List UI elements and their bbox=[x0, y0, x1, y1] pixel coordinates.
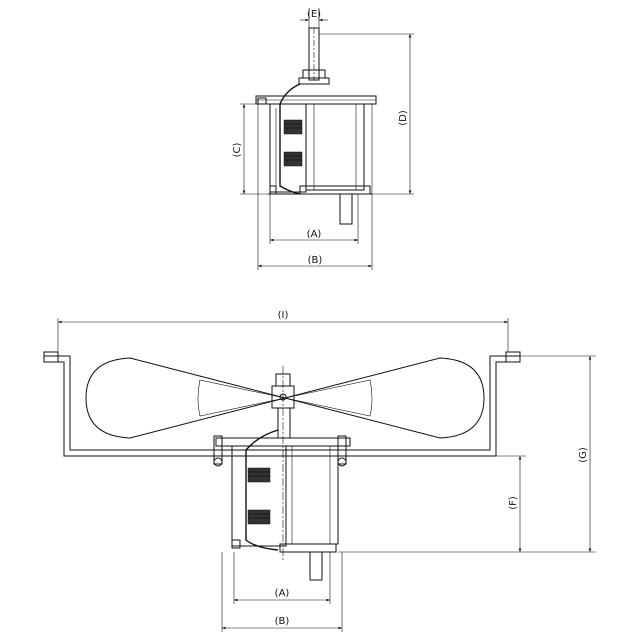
label-e: (E) bbox=[307, 9, 321, 20]
impeller-blades-top bbox=[283, 119, 303, 167]
impeller-blades-bottom bbox=[247, 467, 271, 525]
label-a-bottom: (A) bbox=[275, 588, 290, 599]
label-a: (A) bbox=[307, 229, 322, 240]
label-b-bottom: (B) bbox=[275, 616, 290, 627]
label-g: (G) bbox=[578, 447, 589, 463]
bottom-unit: (I) (G) (F) (A) (B) bbox=[43, 310, 596, 632]
top-unit: (E) (D) (C) (A) (B) bbox=[232, 8, 414, 270]
propeller-blades bbox=[85, 357, 485, 439]
label-i: (I) bbox=[278, 310, 289, 321]
label-c: (C) bbox=[232, 143, 243, 158]
label-d: (D) bbox=[398, 110, 409, 126]
label-b: (B) bbox=[308, 255, 323, 266]
label-f: (F) bbox=[508, 496, 519, 510]
